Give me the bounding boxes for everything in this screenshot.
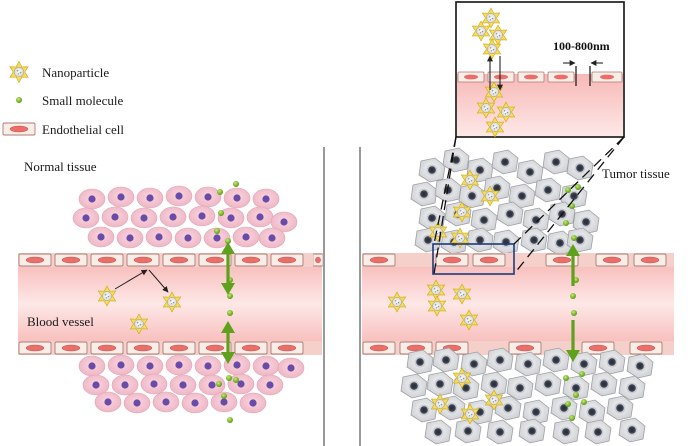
zoom-region-box — [432, 243, 515, 275]
zoom-lines — [433, 136, 625, 275]
normal-tissue-cells-bottom — [78, 354, 305, 414]
legend-small-molecule: Small molecule — [42, 93, 123, 108]
tumor-cells-bottom — [400, 347, 654, 445]
zoom-inset: 100-800nm — [455, 1, 625, 138]
tumor-tissue-label: Tumor tissue — [602, 166, 670, 181]
diffusion-arrow-1 — [114, 269, 148, 290]
small-molecule-icon — [16, 97, 22, 103]
normal-tissue-cells-top — [72, 185, 298, 249]
legend: Nanoparticle Small molecule Endothelial … — [2, 60, 124, 137]
nanoparticle-icon — [9, 60, 29, 84]
legend-endothelial-cell: Endothelial cell — [42, 122, 124, 137]
blood-vessel-label: Blood vessel — [27, 314, 94, 329]
extravasation-arrows — [221, 242, 580, 364]
diffusion-arrow-2 — [148, 269, 169, 293]
normal-tissue-label: Normal tissue — [24, 159, 97, 174]
gap-size-label: 100-800nm — [553, 39, 610, 53]
endothelial-cell-icon — [2, 122, 36, 136]
legend-nanoparticle: Nanoparticle — [42, 65, 109, 80]
